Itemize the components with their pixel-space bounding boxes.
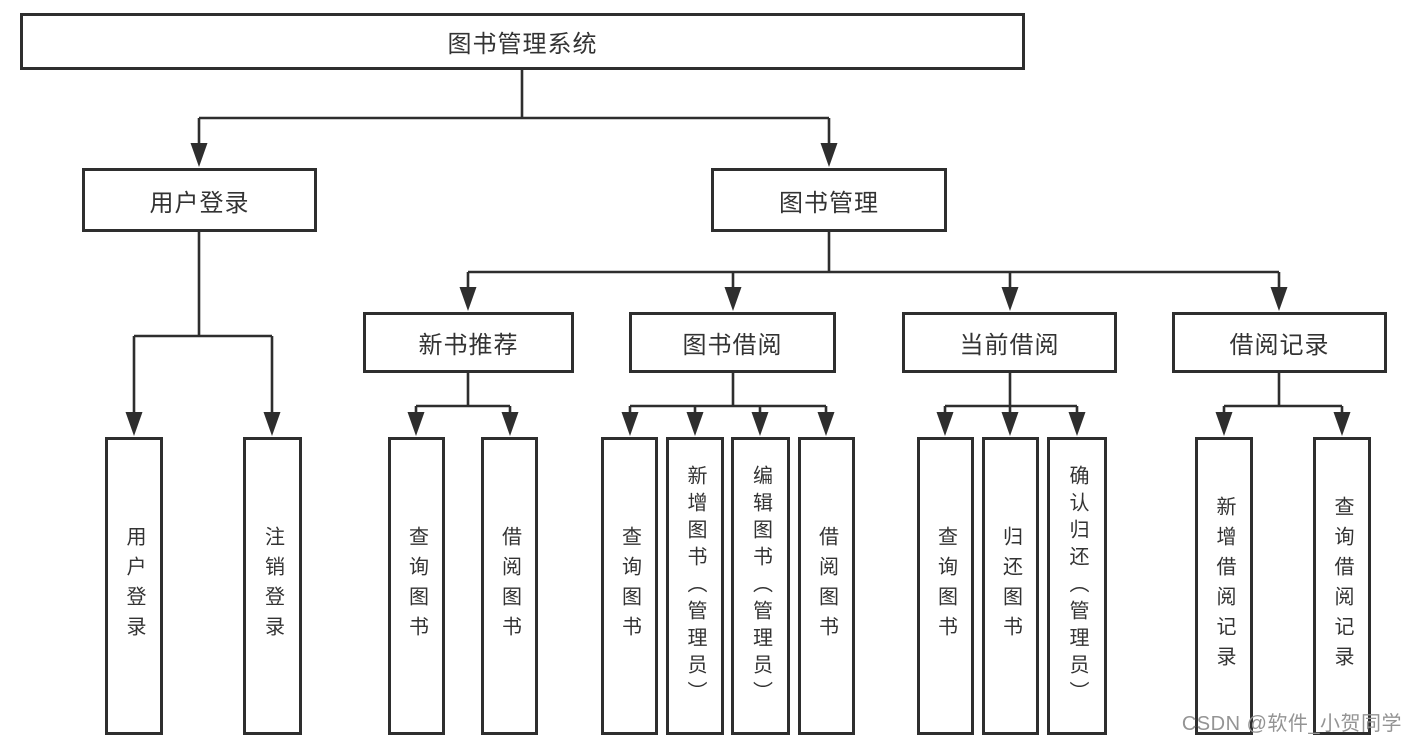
node-label: 图书借阅 <box>682 332 783 359</box>
leaf-label: 注销登录 <box>261 526 284 646</box>
leaf-label: 查询图书 <box>934 526 957 646</box>
node-current-borrow: 当前借阅 <box>902 312 1117 373</box>
leaf-label: 新增图书（管理员） <box>684 464 706 708</box>
leaf-add-borrow-record: 新增借阅记录 <box>1195 437 1253 735</box>
node-library-management-system: 图书管理系统 <box>20 13 1025 70</box>
leaf-label: 确认归还（管理员） <box>1066 464 1088 708</box>
node-book-management: 图书管理 <box>711 168 947 232</box>
csdn-watermark: CSDN @软件_小贺同学 <box>1181 713 1402 735</box>
leaf-edit-books-admin: 编辑图书（管理员） <box>731 437 790 735</box>
node-user-login: 用户登录 <box>82 168 317 232</box>
leaf-label: 借阅图书 <box>498 526 521 646</box>
node-label: 新书推荐 <box>418 332 519 359</box>
node-label: 图书管理系统 <box>447 31 598 58</box>
leaf-query-books-borrow: 查询图书 <box>601 437 658 735</box>
leaf-query-borrow-record: 查询借阅记录 <box>1313 437 1371 735</box>
leaf-label: 新增借阅记录 <box>1213 496 1235 676</box>
leaf-label: 查询借阅记录 <box>1331 496 1353 676</box>
leaf-add-books-admin: 新增图书（管理员） <box>666 437 724 735</box>
leaf-logout: 注销登录 <box>243 437 302 735</box>
leaf-borrow-books-recommend: 借阅图书 <box>481 437 538 735</box>
leaf-label: 查询图书 <box>405 526 428 646</box>
leaf-query-books-current: 查询图书 <box>917 437 974 735</box>
leaf-confirm-return-admin: 确认归还（管理员） <box>1047 437 1107 735</box>
node-label: 当前借阅 <box>959 332 1060 359</box>
node-borrow-records: 借阅记录 <box>1172 312 1387 373</box>
node-label: 借阅记录 <box>1229 332 1330 359</box>
leaf-label: 归还图书 <box>999 526 1022 646</box>
leaf-label: 查询图书 <box>618 526 641 646</box>
node-new-book-recommend: 新书推荐 <box>363 312 574 373</box>
leaf-label: 借阅图书 <box>815 526 838 646</box>
node-book-borrow: 图书借阅 <box>629 312 836 373</box>
leaf-label: 编辑图书（管理员） <box>749 464 772 708</box>
node-label: 图书管理 <box>779 189 879 217</box>
leaf-return-books: 归还图书 <box>982 437 1039 735</box>
leaf-label: 用户登录 <box>123 526 145 646</box>
arrowheads <box>125 143 1351 436</box>
leaf-user-login: 用户登录 <box>105 437 163 735</box>
node-label: 用户登录 <box>149 189 250 217</box>
leaf-query-books-recommend: 查询图书 <box>388 437 445 735</box>
leaf-borrow-books: 借阅图书 <box>798 437 855 735</box>
